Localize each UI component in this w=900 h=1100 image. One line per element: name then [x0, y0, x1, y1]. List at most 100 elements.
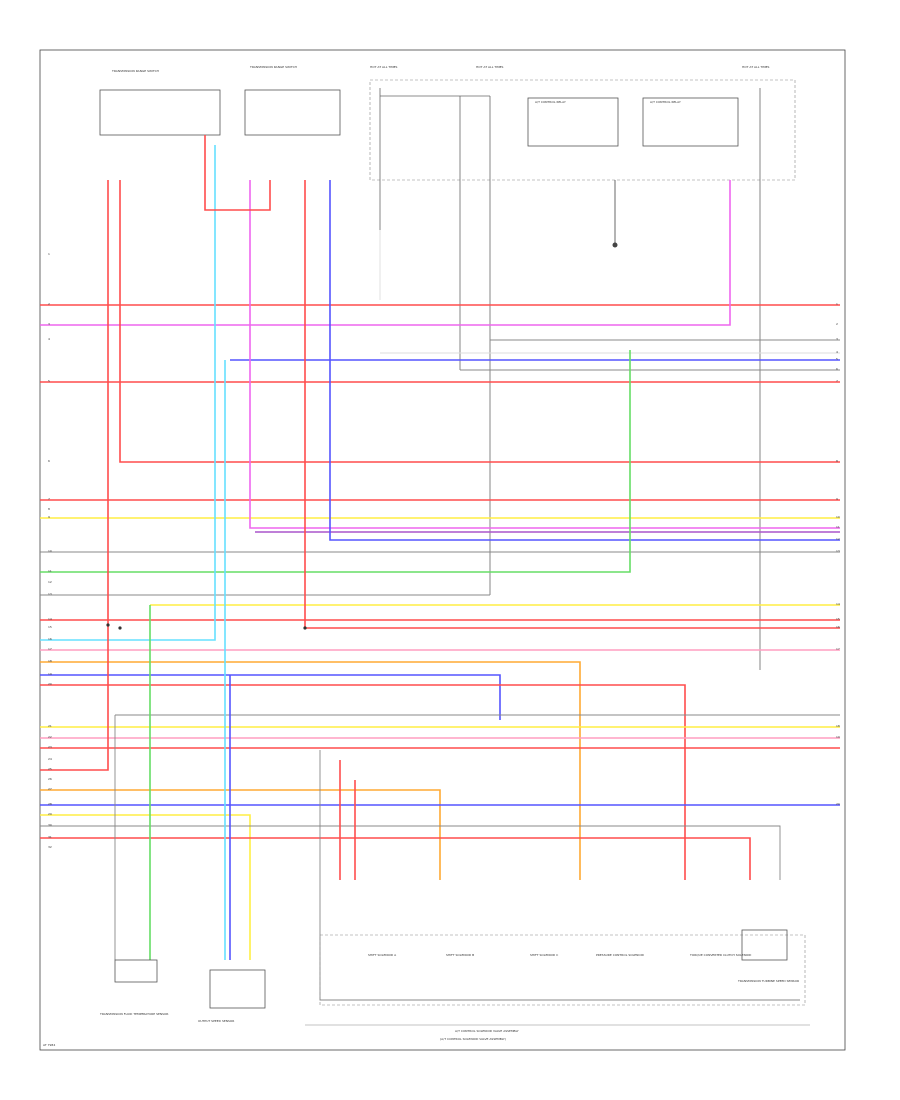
- right-pin-label: 5: [836, 357, 838, 361]
- right-pin-label: 16: [836, 625, 840, 629]
- wire-red-34: [204, 135, 271, 211]
- wire-gray-32: [40, 825, 781, 880]
- diagram-frame: [39, 49, 846, 1051]
- left-pin-label: 8: [48, 507, 50, 511]
- wire-magenta-10: [249, 180, 840, 529]
- right-pin-label: 10: [836, 515, 840, 519]
- left-pin-label: 13: [48, 592, 52, 596]
- left-pin-label: 22: [48, 735, 52, 739]
- right-pin-label: 20: [836, 802, 840, 806]
- wire-layer: [40, 135, 840, 1001]
- wire-orange-29: [40, 789, 441, 880]
- splice-dot: [118, 626, 122, 630]
- left-pin-label: 29: [48, 812, 52, 816]
- right-pin-label: 9: [836, 497, 838, 501]
- wire-magenta-1: [40, 180, 731, 326]
- left-pin-label: 6: [48, 459, 50, 463]
- output-speed-sensor: [209, 969, 266, 1009]
- left-pin-label: 16: [48, 637, 52, 641]
- left-pin-label: 25: [48, 767, 52, 771]
- left-pin-label: 21: [48, 724, 52, 728]
- range-switch-2: [244, 89, 341, 136]
- right-pin-label: 13: [836, 549, 840, 553]
- fluid-temp-sensor: [114, 959, 158, 983]
- left-pin-label: 18: [48, 659, 52, 663]
- left-pin-label: 7: [48, 497, 50, 501]
- left-pin-label: 10: [48, 549, 52, 553]
- wire-red-7: [119, 180, 840, 463]
- range-switch-1: [99, 89, 221, 136]
- control-relay-2: [642, 97, 739, 147]
- wire-red-28: [40, 180, 109, 771]
- right-pin-label: 19: [836, 735, 840, 739]
- left-pin-label: 17: [48, 647, 52, 651]
- wire-cyan-19: [40, 145, 216, 641]
- range-switch-2-label: TRANSMISSION RANGE SWITCH: [249, 65, 297, 69]
- splice-dot: [106, 623, 110, 627]
- ground-icon: [612, 242, 618, 248]
- turbine-speed-sensor: [741, 929, 788, 961]
- right-pin-label: 14: [836, 602, 840, 606]
- control-relay-2-label: A/T CONTROL RELAY: [650, 100, 681, 104]
- solenoid-assembly: [319, 934, 806, 1006]
- left-pin-label: 14: [48, 617, 52, 621]
- wire-blue-22: [40, 674, 501, 720]
- left-pin-label: 4: [48, 337, 50, 341]
- wire-red-23: [40, 684, 686, 880]
- splice-dot: [303, 626, 307, 630]
- wire-red-33: [40, 837, 751, 880]
- right-pin-label: 8: [836, 459, 838, 463]
- left-pin-label: 23: [48, 745, 52, 749]
- right-pin-label: 11: [836, 525, 840, 529]
- left-pin-label: 2: [48, 302, 50, 306]
- page-code: AT 7984: [43, 1043, 55, 1047]
- right-pin-label: 15: [836, 617, 840, 621]
- left-pin-label: 9: [48, 515, 50, 519]
- control-relay-1: [527, 97, 619, 147]
- wire-yellow-31: [40, 814, 251, 960]
- diagram-title-2: (A/T CONTROL SOLENOID VALVE ASSEMBLY): [440, 1037, 506, 1041]
- right-pin-label: 7: [836, 379, 838, 383]
- solenoid-b-label: SHIFT SOLENOID B: [446, 953, 474, 957]
- left-pin-label: 32: [48, 845, 52, 849]
- solenoid-a-label: SHIFT SOLENOID A: [368, 953, 397, 957]
- diagram-title-1: A/T CONTROL SOLENOID VALVE ASSEMBLY: [455, 1029, 519, 1033]
- fuse-label-2: HOT AT ALL TIMES: [476, 65, 504, 69]
- fuse-block: [369, 79, 796, 181]
- tcc-solenoid-label: TORQUE CONVERTER CLUTCH SOLENOID: [689, 953, 752, 957]
- left-pin-label: 26: [48, 777, 52, 781]
- left-pin-label: 24: [48, 757, 52, 761]
- solenoid-c-label: SHIFT SOLENOID C: [530, 953, 558, 957]
- left-pin-label: 3: [48, 322, 50, 326]
- right-pin-label: 6: [836, 367, 838, 371]
- wire-blue-12: [329, 180, 840, 541]
- wire-gray-38: [319, 750, 800, 1001]
- left-pin-label: 11: [48, 569, 52, 573]
- left-pin-label: 27: [48, 787, 52, 791]
- right-pin-label: 18: [836, 724, 840, 728]
- right-pin-label: 2: [836, 322, 838, 326]
- pressure-solenoid-label: PRESSURE CONTROL SOLENOID: [596, 953, 645, 957]
- left-connector-pins: 1234567891011121314151617181920212223242…: [48, 252, 52, 849]
- fluid-temp-sensor-label: TRANSMISSION FLUID TEMPERATURE SENSOR: [99, 1012, 168, 1016]
- right-pin-label: 1: [836, 302, 838, 306]
- right-pin-label: 17: [836, 647, 840, 651]
- left-pin-label: 15: [48, 625, 52, 629]
- range-switch-1-label: TRANSMISSION RANGE SWITCH: [111, 69, 159, 73]
- left-pin-label: 12: [48, 580, 52, 584]
- fuse-label-3: HOT AT ALL TIMES: [742, 65, 770, 69]
- left-pin-label: 1: [48, 252, 50, 256]
- right-pin-label: 3: [836, 337, 838, 341]
- left-pin-label: 31: [48, 835, 52, 839]
- wire-orange-21: [40, 661, 581, 880]
- left-pin-label: 20: [48, 682, 52, 686]
- left-pin-label: 30: [48, 823, 52, 827]
- right-pin-label: 12: [836, 537, 840, 541]
- turbine-speed-sensor-label: TRANSMISSION TURBINE SPEED SENSOR: [737, 979, 799, 983]
- output-speed-sensor-label: OUTPUT SPEED SENSOR: [198, 1019, 234, 1023]
- left-pin-label: 28: [48, 802, 52, 806]
- wire-green-14: [40, 350, 631, 573]
- right-pin-label: 4: [836, 350, 838, 354]
